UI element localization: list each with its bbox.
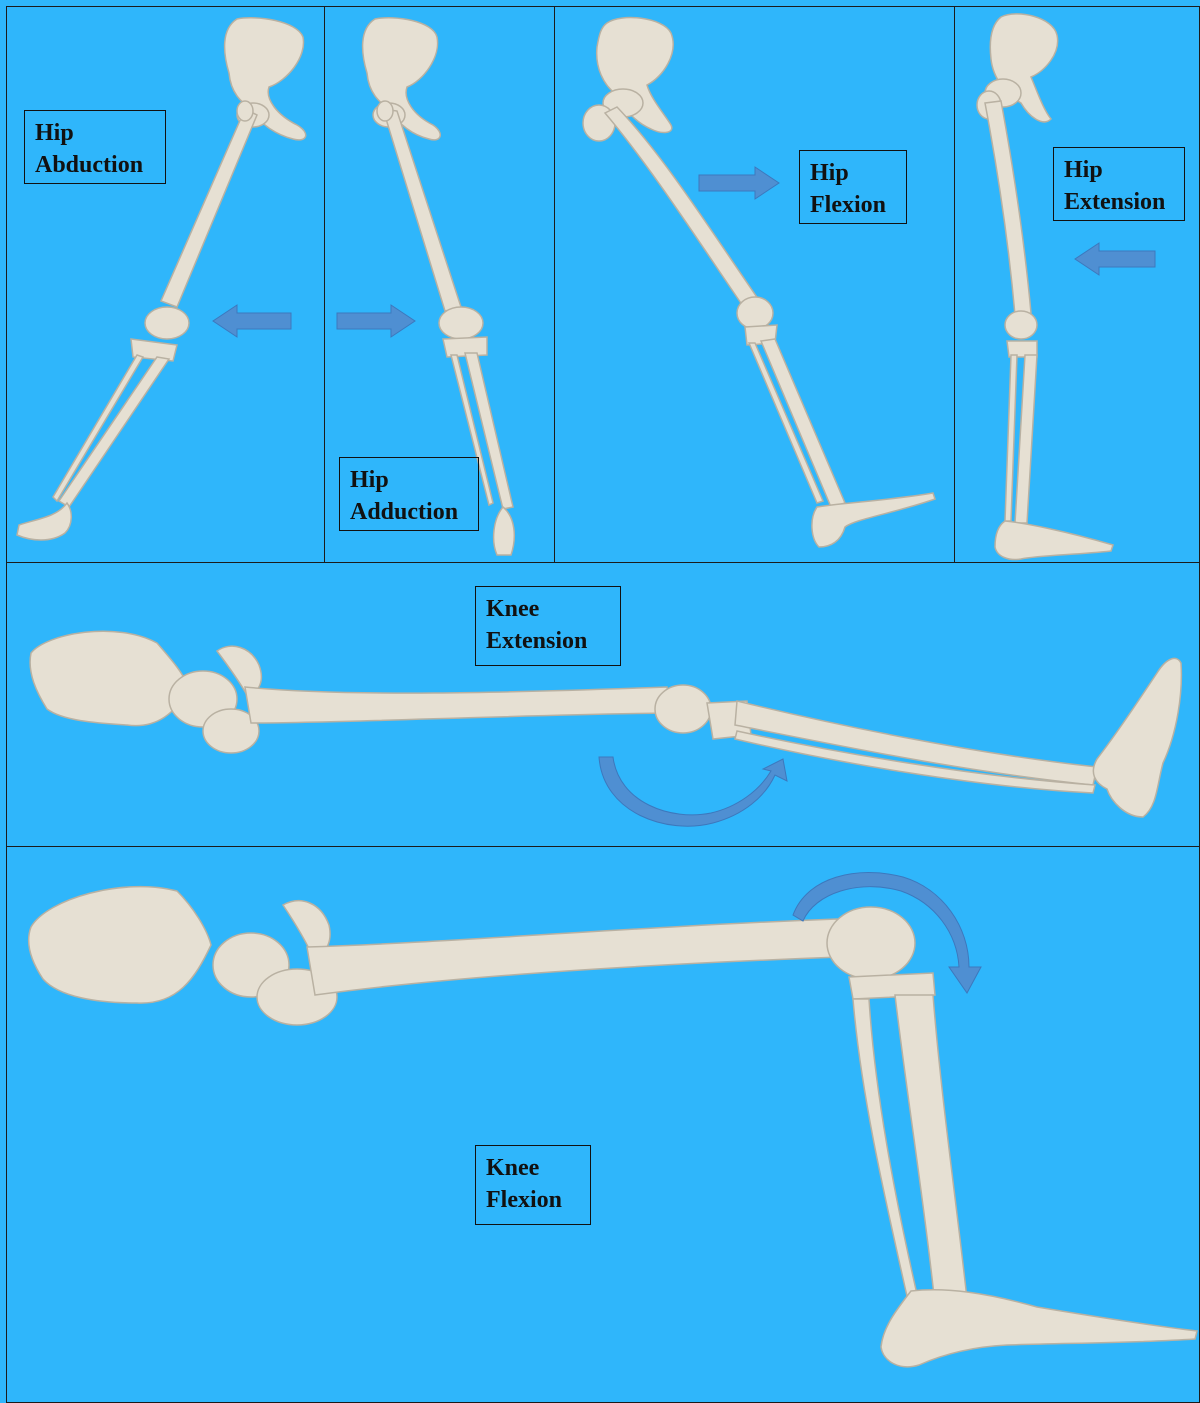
panel-knee-extension: Knee Extension: [6, 562, 1200, 848]
label-line1: Knee: [486, 1152, 582, 1184]
label-hip-extension: Hip Extension: [1053, 147, 1185, 221]
label-line2: Adduction: [350, 496, 470, 528]
panel-hip-extension: Hip Extension: [954, 6, 1200, 566]
label-line1: Hip: [1064, 154, 1176, 186]
label-line1: Hip: [35, 117, 157, 149]
curved-arrow-down-icon: [7, 847, 1200, 1403]
label-knee-flexion: Knee Flexion: [475, 1145, 591, 1225]
panel-hip-abduction: Hip Abduction: [6, 6, 326, 564]
label-line2: Extension: [486, 625, 612, 657]
label-line1: Hip: [810, 157, 898, 189]
label-line2: Flexion: [486, 1184, 582, 1216]
label-line1: Knee: [486, 593, 612, 625]
label-hip-adduction: Hip Adduction: [339, 457, 479, 531]
label-line1: Hip: [350, 464, 470, 496]
label-knee-extension: Knee Extension: [475, 586, 621, 666]
panel-hip-adduction: Hip Adduction: [324, 6, 556, 564]
label-hip-flexion: Hip Flexion: [799, 150, 907, 224]
label-line2: Abduction: [35, 149, 157, 181]
arrow-right-icon: [555, 7, 956, 564]
label-hip-abduction: Hip Abduction: [24, 110, 166, 184]
label-line2: Flexion: [810, 189, 898, 221]
label-line2: Extension: [1064, 186, 1176, 218]
arrow-left-icon: [955, 7, 1200, 566]
arrow-left-icon: [7, 7, 326, 564]
panel-hip-flexion: Hip Flexion: [554, 6, 956, 564]
panel-knee-flexion: Knee Flexion: [6, 846, 1200, 1403]
